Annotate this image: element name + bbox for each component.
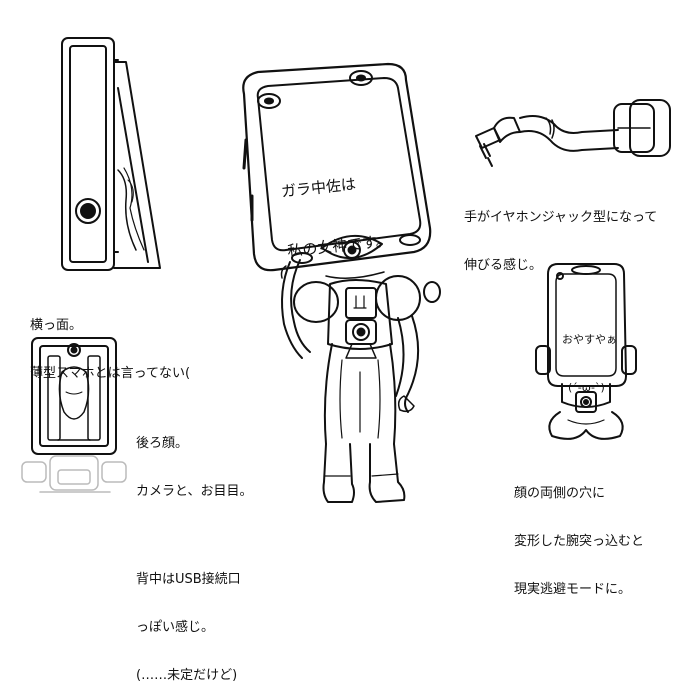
back-view-note-line-6: (……未定だけど) [136,668,238,683]
main-screen-line-1: ガラ中佐は [280,174,357,201]
side-view-sketch [61,37,161,271]
earphone-arm-note-line-1: 手がイヤホンジャック型になって [464,210,658,225]
sleep-mode-note-line-3: 現実逃避モードに。 [514,582,632,597]
back-view-note-line-2: カメラと、お目目。 [136,484,253,499]
sleep-mode-sketch [535,263,637,440]
side-view-note-line-2: 薄型スマホとは言ってない( [30,366,191,381]
sleep-mode-note-line-1: 顔の両側の穴に [514,486,606,501]
sketch-artwork [21,37,671,503]
sleep-mode-note: 顔の両側の穴に 変形した腕突っ込むと 現実逃避モードに。 [514,454,644,614]
main-figure-sketch [242,62,441,503]
back-view-note-line-3 [136,532,252,540]
back-view-note-line-5: っぽい感じ。 [136,620,215,635]
sleep-screen-line-2: (´-ω-`) [568,381,605,394]
back-view-note-line-1: 後ろ顔。 [136,436,189,451]
sleep-mode-note-line-2: 変形した腕突っ込むと [514,534,645,549]
side-view-note-line-1: 横っ面。 [30,318,83,333]
sleep-screen-line-1: おやすやぁ [562,333,617,346]
side-view-note: 横っ面。 薄型スマホとは言ってない( [30,286,190,398]
earphone-arm-note: 手がイヤホンジャック型になって 伸びる感じ。 [464,178,657,290]
back-view-note: 後ろ顔。 カメラと、お目目。 背中はUSB接続口 っぽい感じ。 (……未定だけど… [136,404,252,700]
back-view-note-line-4: 背中はUSB接続口 [136,572,241,587]
earphone-arm-note-line-2: 伸びる感じ。 [464,258,543,273]
main-screen-text: ガラ中佐は 私の女神です。 [276,131,394,281]
earphone-arm-sketch [475,99,671,167]
main-screen-line-2: 私の女神です。 [286,231,392,261]
back-view-sketch [21,337,127,493]
sleep-screen-text: おやすやぁ (´-ω-`) [562,300,617,412]
